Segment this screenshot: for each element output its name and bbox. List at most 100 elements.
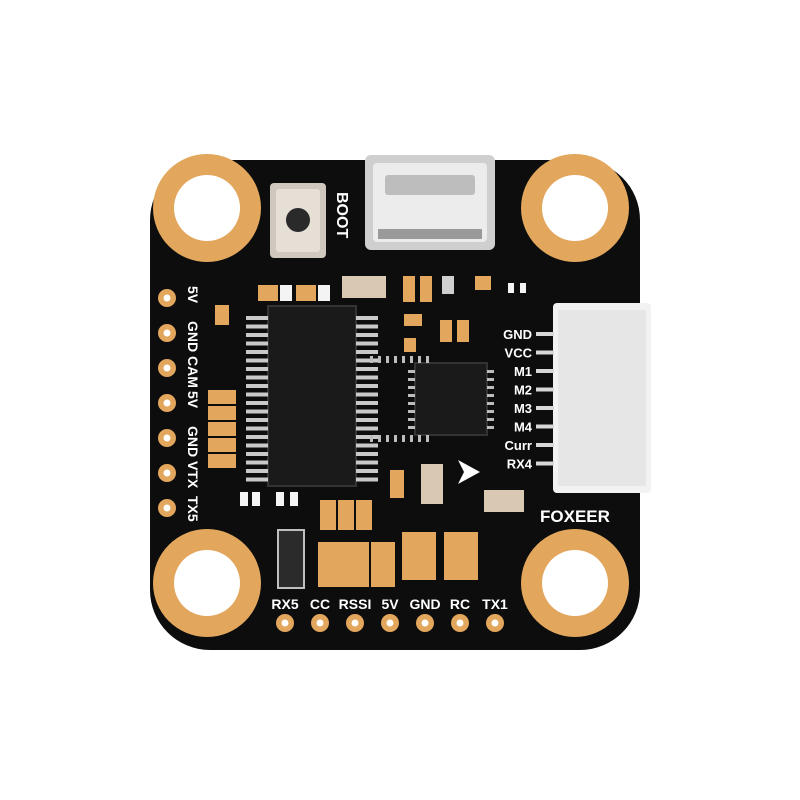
chip-leg <box>426 435 429 442</box>
mounting-hole-bottom-right <box>521 529 629 637</box>
bottom-pad-5: GND <box>409 596 441 632</box>
boot-label: BOOT <box>333 192 350 238</box>
left-pad-3: CAM <box>158 356 201 388</box>
chip-leg <box>246 392 268 397</box>
pcb-board <box>150 160 640 650</box>
bottom-pad-label: 5V <box>381 596 399 612</box>
gyro-chip-legs <box>370 356 494 442</box>
left-pad-label: CAM <box>185 356 201 388</box>
mounting-hole-top-right <box>521 154 629 262</box>
mounting-hole-bottom-left <box>153 529 261 637</box>
chip-leg <box>246 452 268 456</box>
connector-pin-label: M2 <box>514 383 532 398</box>
chip-leg <box>356 443 378 448</box>
motor-connector <box>553 303 651 493</box>
chip-leg <box>408 394 415 397</box>
chip-leg <box>246 435 268 439</box>
chip-leg <box>246 460 268 465</box>
chip-leg <box>356 324 378 329</box>
chip-leg <box>408 370 415 373</box>
chip-leg <box>408 386 415 389</box>
connector-pin-label: M4 <box>514 420 533 435</box>
chip-leg <box>356 375 378 380</box>
chip-leg <box>394 435 397 442</box>
connector-pin-label: Curr <box>505 438 532 453</box>
brand-logo: FOXEER <box>540 507 610 526</box>
connector-pins <box>536 332 554 466</box>
chip-leg <box>394 356 397 363</box>
chip-leg <box>487 370 494 373</box>
connector-pin <box>536 369 554 373</box>
chip-leg <box>487 426 494 429</box>
chip-leg <box>356 392 378 397</box>
chip-leg <box>246 469 268 473</box>
boot-button <box>270 183 326 258</box>
left-solder-pads: 5V GND CAM 5V GND VTX TX5 <box>158 286 201 522</box>
chip-leg <box>487 418 494 421</box>
orientation-arrow <box>458 460 480 484</box>
usb-port <box>365 155 495 250</box>
connector-pin-label: VCC <box>505 346 533 361</box>
chip-leg <box>408 410 415 413</box>
left-pad-4: 5V <box>158 391 201 412</box>
chip-leg <box>378 435 381 442</box>
chip-leg <box>418 356 421 363</box>
chip-leg <box>410 435 413 442</box>
connector-pin <box>536 406 554 410</box>
chip-leg <box>418 435 421 442</box>
connector-pin <box>536 424 554 429</box>
chip-leg <box>356 477 378 482</box>
chip-leg <box>487 402 494 405</box>
connector-pin <box>536 387 554 392</box>
left-pad-6: VTX <box>158 461 201 489</box>
chip-leg <box>246 401 268 405</box>
chip-leg <box>356 358 378 363</box>
chip-leg <box>246 324 268 329</box>
bottom-pad-1: RX5 <box>271 596 299 632</box>
chip-leg <box>246 477 268 482</box>
bottom-pad-2: CC <box>310 596 330 632</box>
bottom-pad-label: RX5 <box>271 596 298 612</box>
chip-leg <box>408 426 415 429</box>
bottom-pad-label: RSSI <box>339 596 372 612</box>
chip-leg <box>386 435 389 442</box>
chip-leg <box>426 356 429 363</box>
connector-pin <box>536 350 554 355</box>
chip-leg <box>356 460 378 465</box>
chip-leg <box>370 435 373 442</box>
chip-leg <box>356 333 378 337</box>
connector-pin-label: M1 <box>514 364 532 379</box>
chip-leg <box>356 316 378 320</box>
left-pad-2: GND <box>158 321 201 352</box>
connector-pin-label: GND <box>503 327 532 342</box>
connector-pin <box>536 332 554 336</box>
left-pad-5: GND <box>158 426 201 457</box>
chip-leg <box>356 426 378 431</box>
chip-leg <box>246 350 268 354</box>
mounting-hole-top-left <box>153 154 261 262</box>
chip-leg <box>246 426 268 431</box>
chip-leg <box>487 386 494 389</box>
diode <box>277 529 305 589</box>
bottom-pad-7: TX1 <box>482 596 508 632</box>
chip-leg <box>487 394 494 397</box>
bottom-pad-3: RSSI <box>339 596 372 632</box>
chip-leg <box>370 356 373 363</box>
chip-leg <box>356 401 378 405</box>
bottom-pad-label: GND <box>409 596 440 612</box>
left-pad-label: VTX <box>185 461 201 489</box>
chip-leg <box>402 356 405 363</box>
left-pad-label: 5V <box>185 286 201 304</box>
chip-leg <box>246 375 268 380</box>
left-pad-label: TX5 <box>185 496 201 522</box>
chip-leg <box>356 452 378 456</box>
chip-leg <box>246 333 268 337</box>
chip-leg <box>402 435 405 442</box>
chip-leg <box>356 435 378 439</box>
chip-leg <box>246 358 268 363</box>
chip-leg <box>356 384 378 388</box>
left-pad-label: GND <box>185 321 201 352</box>
connector-pin-label: RX4 <box>507 457 533 472</box>
